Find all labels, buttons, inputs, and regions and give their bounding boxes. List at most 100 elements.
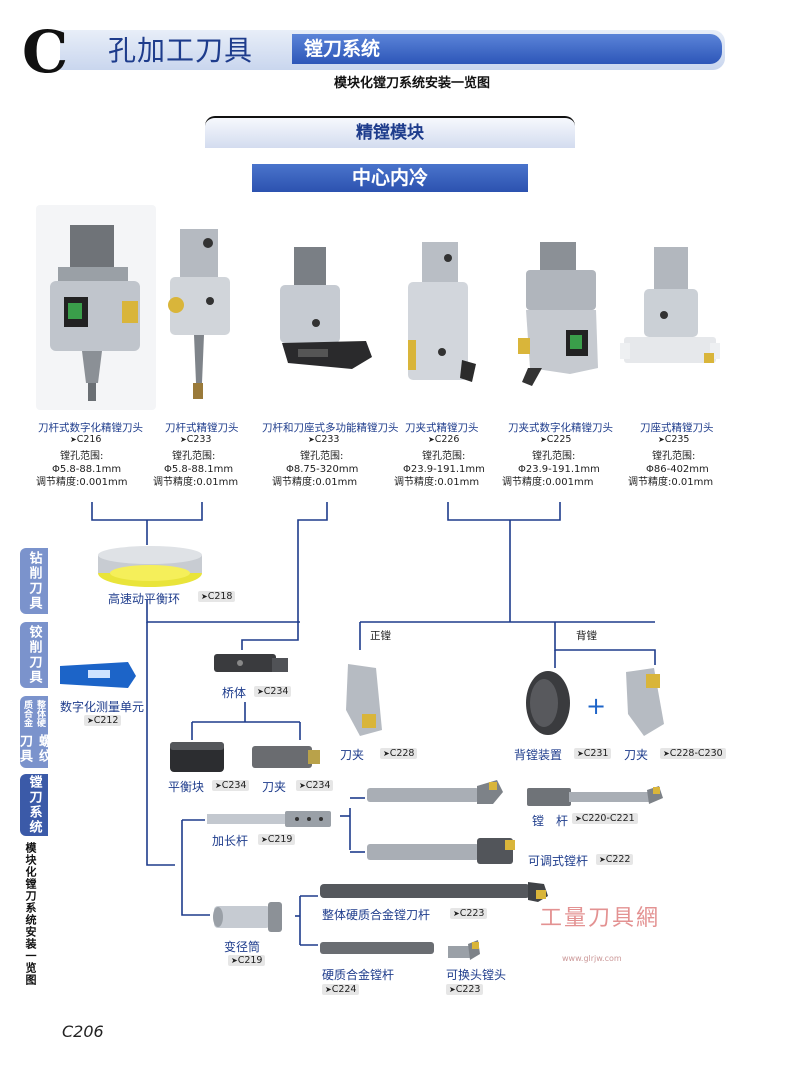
boring-head-icon (518, 242, 598, 386)
spec-precision: 调节精度:0.001mm (502, 477, 594, 488)
watermark-logo: 工量刀具網 (540, 906, 661, 931)
spec-precision: 调节精度:0.01mm (272, 477, 358, 488)
product-ref: ➤C216 (70, 434, 102, 445)
boring-head-icon (280, 247, 372, 369)
measuring-unit-icon (60, 662, 136, 688)
product-name: 刀夹式数字化精镗刀头 (508, 422, 613, 434)
back-boring-device-icon (526, 671, 570, 735)
watermark-url: www.glrjw.com (562, 954, 622, 963)
page-number: C206 (62, 1022, 104, 1041)
spec-range-label: 镗孔范围: (422, 451, 466, 462)
bridge-label: 桥体 (222, 686, 247, 700)
bridge-icon (214, 654, 288, 672)
balance-block-label: 平衡块 (168, 780, 205, 794)
spec-range-value: Φ5.8-88.1mm (52, 464, 122, 475)
digital-unit-label: 数字化测量单元 (60, 700, 145, 714)
extension-ref: ➤C219 (258, 834, 296, 845)
boring-head-icon (620, 247, 720, 363)
forward-boring-label: 正镗 (370, 630, 391, 642)
back-device-label: 背镗装置 (514, 748, 563, 762)
back-clamp-label: 刀夹 (624, 748, 649, 762)
solid-carbide-bar-ref: ➤C223 (450, 908, 488, 919)
back-clamp-ref: ➤C228-C230 (660, 748, 726, 759)
replaceable-head-icon (448, 940, 480, 960)
small-clamp-label: 刀夹 (262, 780, 287, 794)
section-title: 镗刀系统 (292, 34, 722, 64)
product-ref: ➤C235 (658, 434, 690, 445)
product-ref: ➤C226 (428, 434, 460, 445)
carbide-bar-icon (320, 942, 434, 954)
clamp-icon (626, 668, 664, 736)
extension-bar-icon (207, 811, 331, 827)
side-tab-drilling[interactable]: 钻削刀具 (20, 548, 48, 614)
adjustable-bar-ref: ➤C222 (596, 854, 634, 865)
balance-block-icon (170, 742, 224, 772)
spec-range-label: 镗孔范围: (652, 451, 696, 462)
chapter-title: 孔加工刀具 (108, 34, 254, 67)
side-tab-carbide-label: 整体硬质合金 (22, 699, 45, 727)
spec-precision: 调节精度:0.01mm (628, 477, 714, 488)
adjustable-bar-label: 可调式镗杆 (528, 854, 589, 868)
clamp-icon (346, 664, 382, 736)
clamp-icon (252, 746, 320, 768)
spec-range-value: Φ8.75-320mm (286, 464, 359, 475)
spec-range-value: Φ23.9-191.1mm (518, 464, 600, 475)
boring-bar-label: 镗 杆 (532, 814, 569, 828)
spec-precision: 调节精度:0.01mm (394, 477, 480, 488)
reducer-sleeve-icon (213, 902, 282, 932)
back-device-ref: ➤C231 (574, 748, 612, 759)
side-page-caption: 模块化镗刀系统安装一览图 (24, 842, 37, 986)
spec-range-label: 镗孔范围: (60, 451, 104, 462)
replaceable-head-label: 可换头镗头 (446, 968, 507, 982)
spec-range-value: Φ5.8-88.1mm (164, 464, 234, 475)
extension-label: 加长杆 (212, 834, 249, 848)
boring-head-icon (408, 242, 476, 382)
boring-bar-ref: ➤C220-C221 (572, 813, 638, 824)
bridge-ref: ➤C234 (254, 686, 292, 697)
reducer-ref: ➤C219 (228, 955, 266, 966)
carbide-bar-ref: ➤C224 (322, 984, 360, 995)
plus-icon: + (586, 692, 607, 720)
balance-ring-ref: ➤C218 (198, 591, 236, 602)
spec-precision: 调节精度:0.001mm (36, 477, 128, 488)
forward-clamp-ref: ➤C228 (380, 748, 418, 759)
reducer-label: 变径筒 (224, 940, 261, 954)
boring-bar-icon (527, 786, 663, 806)
product-ref: ➤C233 (308, 434, 340, 445)
balance-block-ref: ➤C234 (212, 780, 250, 791)
spec-precision: 调节精度:0.01mm (153, 477, 239, 488)
solid-carbide-bar-label: 整体硬质合金镗刀杆 (322, 908, 431, 922)
side-tab-reaming[interactable]: 铰削刀具 (20, 622, 48, 688)
solid-carbide-bar-icon (320, 882, 548, 902)
back-boring-label: 背镗 (576, 630, 597, 642)
spec-range-value: Φ86-402mm (646, 464, 709, 475)
digital-unit-ref: ➤C212 (84, 715, 122, 726)
replaceable-head-ref: ➤C223 (446, 984, 484, 995)
page-subtitle: 模块化镗刀系统安装一览图 (334, 76, 491, 91)
boring-head-icon (168, 229, 230, 399)
side-tab-boring-active[interactable]: 镗刀系统 (20, 774, 48, 836)
spec-range-value: Φ23.9-191.1mm (403, 464, 485, 475)
balance-ring-icon (98, 546, 202, 587)
small-clamp-ref: ➤C234 (296, 780, 334, 791)
spec-range-label: 镗孔范围: (172, 451, 216, 462)
balance-ring-label: 高速动平衡环 (108, 592, 181, 606)
product-name: 刀座式精镗刀头 (640, 422, 714, 434)
spec-range-label: 镗孔范围: (300, 451, 344, 462)
product-name: 刀杆式数字化精镗刀头 (38, 422, 143, 434)
product-ref: ➤C225 (540, 434, 572, 445)
adjustable-boring-bar-icon (367, 838, 515, 864)
product-name: 刀杆和刀座式多功能精镗刀头 (262, 422, 399, 434)
product-ref: ➤C233 (180, 434, 212, 445)
side-tab-threading[interactable]: 螺纹刀具 整体硬质合金 (17, 696, 51, 768)
product-name: 刀杆式精镗刀头 (165, 422, 239, 434)
spec-range-label: 镗孔范围: (532, 451, 576, 462)
chapter-letter: C (22, 18, 69, 86)
side-tab-threading-label: 螺纹刀具 (17, 734, 51, 765)
product-name: 刀夹式精镗刀头 (405, 422, 479, 434)
module-tab-internal-cooling: 中心内冷 (252, 164, 528, 192)
carbide-bar-label: 硬质合金镗杆 (322, 968, 395, 982)
forward-clamp-label: 刀夹 (340, 748, 365, 762)
module-tab-fine-boring: 精镗模块 (205, 116, 575, 148)
